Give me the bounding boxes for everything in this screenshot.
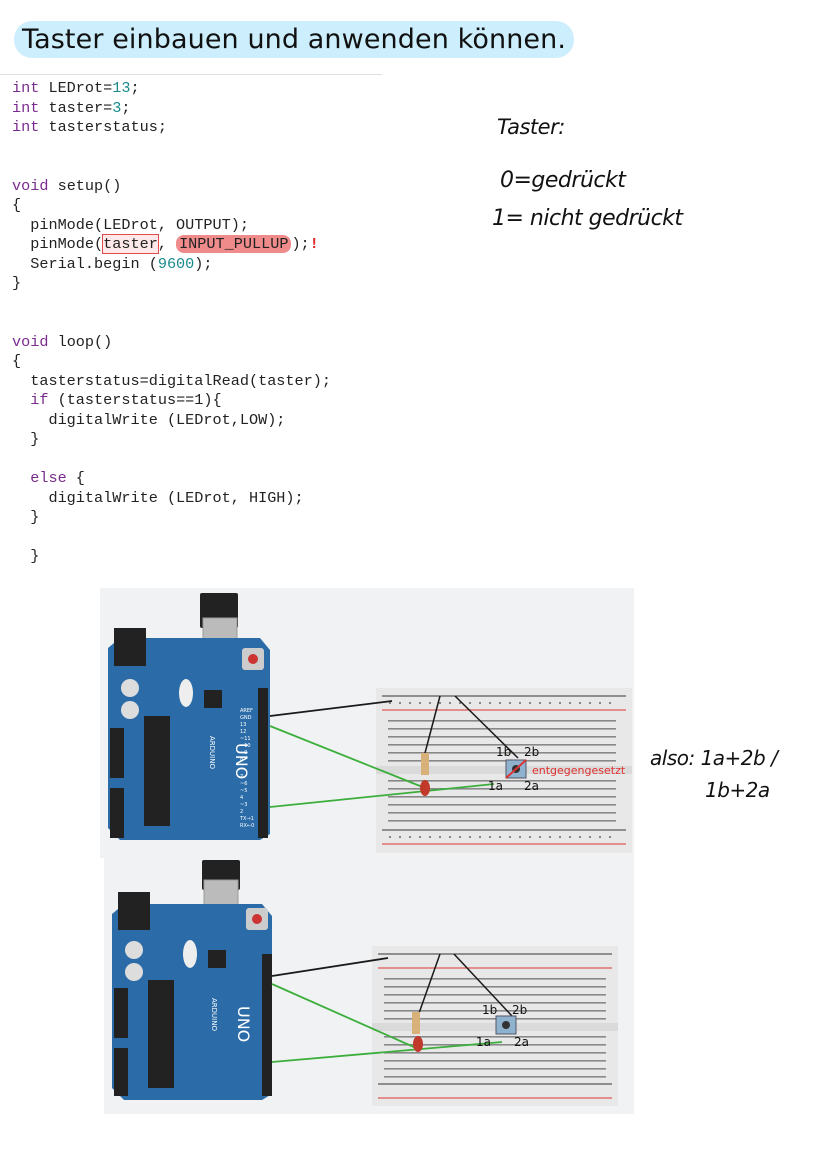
pin-label: 12 — [240, 729, 246, 735]
code-text: pinMode(LEDrot, OUTPUT); — [12, 215, 249, 234]
arduino-board: UNO ARDUINO AREF GND 13 12 ~11 ~10 ~9 8 … — [108, 593, 270, 840]
pin-label: 2 — [240, 809, 243, 815]
label-2b: 2b — [524, 745, 539, 759]
label-1b: 1b — [482, 1003, 497, 1017]
resistor — [421, 753, 429, 775]
wire-pin3 — [269, 783, 495, 808]
code-text: } — [12, 274, 22, 292]
circuit-diagram-1: UNO ARDUINO AREF GND 13 12 ~11 ~10 ~9 8 … — [100, 588, 634, 858]
arduino-label: ARDUINO — [208, 736, 216, 769]
label-opposite: entgegengesetzt — [532, 764, 626, 777]
code-text: (tasterstatus==1){ — [48, 391, 222, 409]
code-text: ); — [291, 235, 310, 253]
led-red — [420, 780, 430, 796]
label-1a: 1a — [476, 1035, 491, 1049]
code-text: ; — [130, 79, 140, 97]
pin-label: 8 — [240, 757, 243, 763]
wire-pin3 — [271, 1041, 503, 1063]
code-keyword: void — [12, 176, 49, 195]
code-text: { — [12, 352, 22, 370]
code-text: } — [12, 430, 40, 448]
divider — [0, 74, 382, 75]
pin-label: ~3 — [240, 802, 247, 808]
code-highlight-box: taster — [102, 234, 159, 254]
pin-label: ~11 — [240, 736, 251, 742]
code-keyword: void — [12, 332, 49, 351]
code-text: LEDrot= — [39, 79, 113, 97]
note-also-line-1: also: 1a+2b / — [650, 746, 778, 770]
arduino-board: UNO ARDUINO — [112, 860, 272, 1100]
code-text: { — [12, 196, 22, 214]
code-keyword: int — [12, 118, 40, 136]
led-red — [413, 1036, 423, 1052]
code-keyword: int — [12, 79, 40, 97]
code-text: } — [12, 547, 40, 565]
code-number: 13 — [112, 79, 131, 97]
code-text: taster= — [39, 98, 113, 117]
label-2b: 2b — [512, 1003, 527, 1017]
code-text: digitalWrite (LEDrot,LOW); — [12, 410, 286, 429]
label-1b: 1b — [496, 745, 511, 759]
pin-label: TX→1 — [239, 816, 254, 822]
uno-logo-text: UNO — [232, 743, 251, 779]
code-text: ); — [194, 254, 213, 273]
wire-resistor-gnd — [417, 953, 441, 1017]
code-text: Serial.begin ( — [12, 254, 158, 273]
pin-label: 4 — [240, 795, 243, 801]
code-text: } — [12, 508, 40, 526]
code-text: tasterstatus; — [39, 118, 167, 136]
pin-label: ~6 — [240, 781, 247, 787]
code-highlight-pill: INPUT_PULLUP — [176, 235, 292, 253]
title-highlight: Taster einbauen und anwenden können. — [14, 21, 575, 58]
note-line-2: 1= nicht gedrückt — [492, 206, 683, 231]
pin-label: AREF — [240, 708, 253, 714]
wire-gnd — [271, 957, 389, 977]
wire-button-gnd — [454, 695, 519, 759]
note-line-1: 0=gedrückt — [500, 168, 626, 193]
opposite-marker-line — [505, 759, 527, 779]
page-title: Taster einbauen und anwenden können. — [22, 24, 567, 55]
wire-button-gnd — [453, 953, 513, 1017]
code-keyword: else — [12, 469, 67, 487]
resistor — [412, 1012, 420, 1034]
wire-pin13 — [269, 725, 426, 789]
breadboard — [376, 688, 632, 853]
note-also-line-2: 1b+2a — [705, 778, 770, 802]
uno-logo-text: UNO — [234, 1006, 253, 1042]
code-block: int LEDrot=13; int taster=3; int tasters… — [12, 79, 331, 567]
code-text: loop() — [48, 332, 113, 351]
code-text: pinMode( — [12, 235, 104, 253]
circuit-diagram-2: UNO ARDUINO 1b 2b 1a 2a — [104, 858, 634, 1114]
code-number: 9600 — [157, 254, 195, 273]
code-text: , — [157, 235, 177, 253]
code-text: { — [66, 469, 85, 487]
arduino-label: ARDUINO — [210, 998, 218, 1031]
pin-label: ~9 — [240, 750, 247, 756]
code-text: digitalWrite (LEDrot, HIGH); — [12, 488, 304, 507]
pin-label: GND — [240, 715, 252, 721]
pin-label: RX←0 — [240, 823, 254, 829]
wire-gnd — [269, 700, 393, 717]
code-keyword: int — [12, 98, 40, 117]
warning-icon: ! — [309, 235, 319, 253]
pin-label: ~5 — [240, 788, 247, 794]
label-1a: 1a — [488, 779, 503, 793]
wire-resistor-gnd — [424, 695, 441, 754]
pin-label: 7 — [240, 774, 243, 780]
label-2a: 2a — [524, 779, 539, 793]
pin-labels: AREF GND 13 12 ~11 ~10 ~9 8 7 ~6 ~5 4 ~3… — [239, 708, 254, 829]
code-number: 3 — [112, 98, 122, 117]
pin-label: 13 — [240, 722, 246, 728]
wire-pin13 — [271, 983, 417, 1049]
code-text: ; — [121, 98, 131, 117]
pin-label: ~10 — [240, 743, 251, 749]
note-heading: Taster: — [497, 115, 565, 139]
breadboard — [372, 946, 618, 1106]
code-keyword: if — [12, 391, 49, 409]
code-text: tasterstatus=digitalRead(taster); — [12, 371, 331, 390]
label-2a: 2a — [514, 1035, 529, 1049]
code-text: setup() — [48, 176, 122, 195]
